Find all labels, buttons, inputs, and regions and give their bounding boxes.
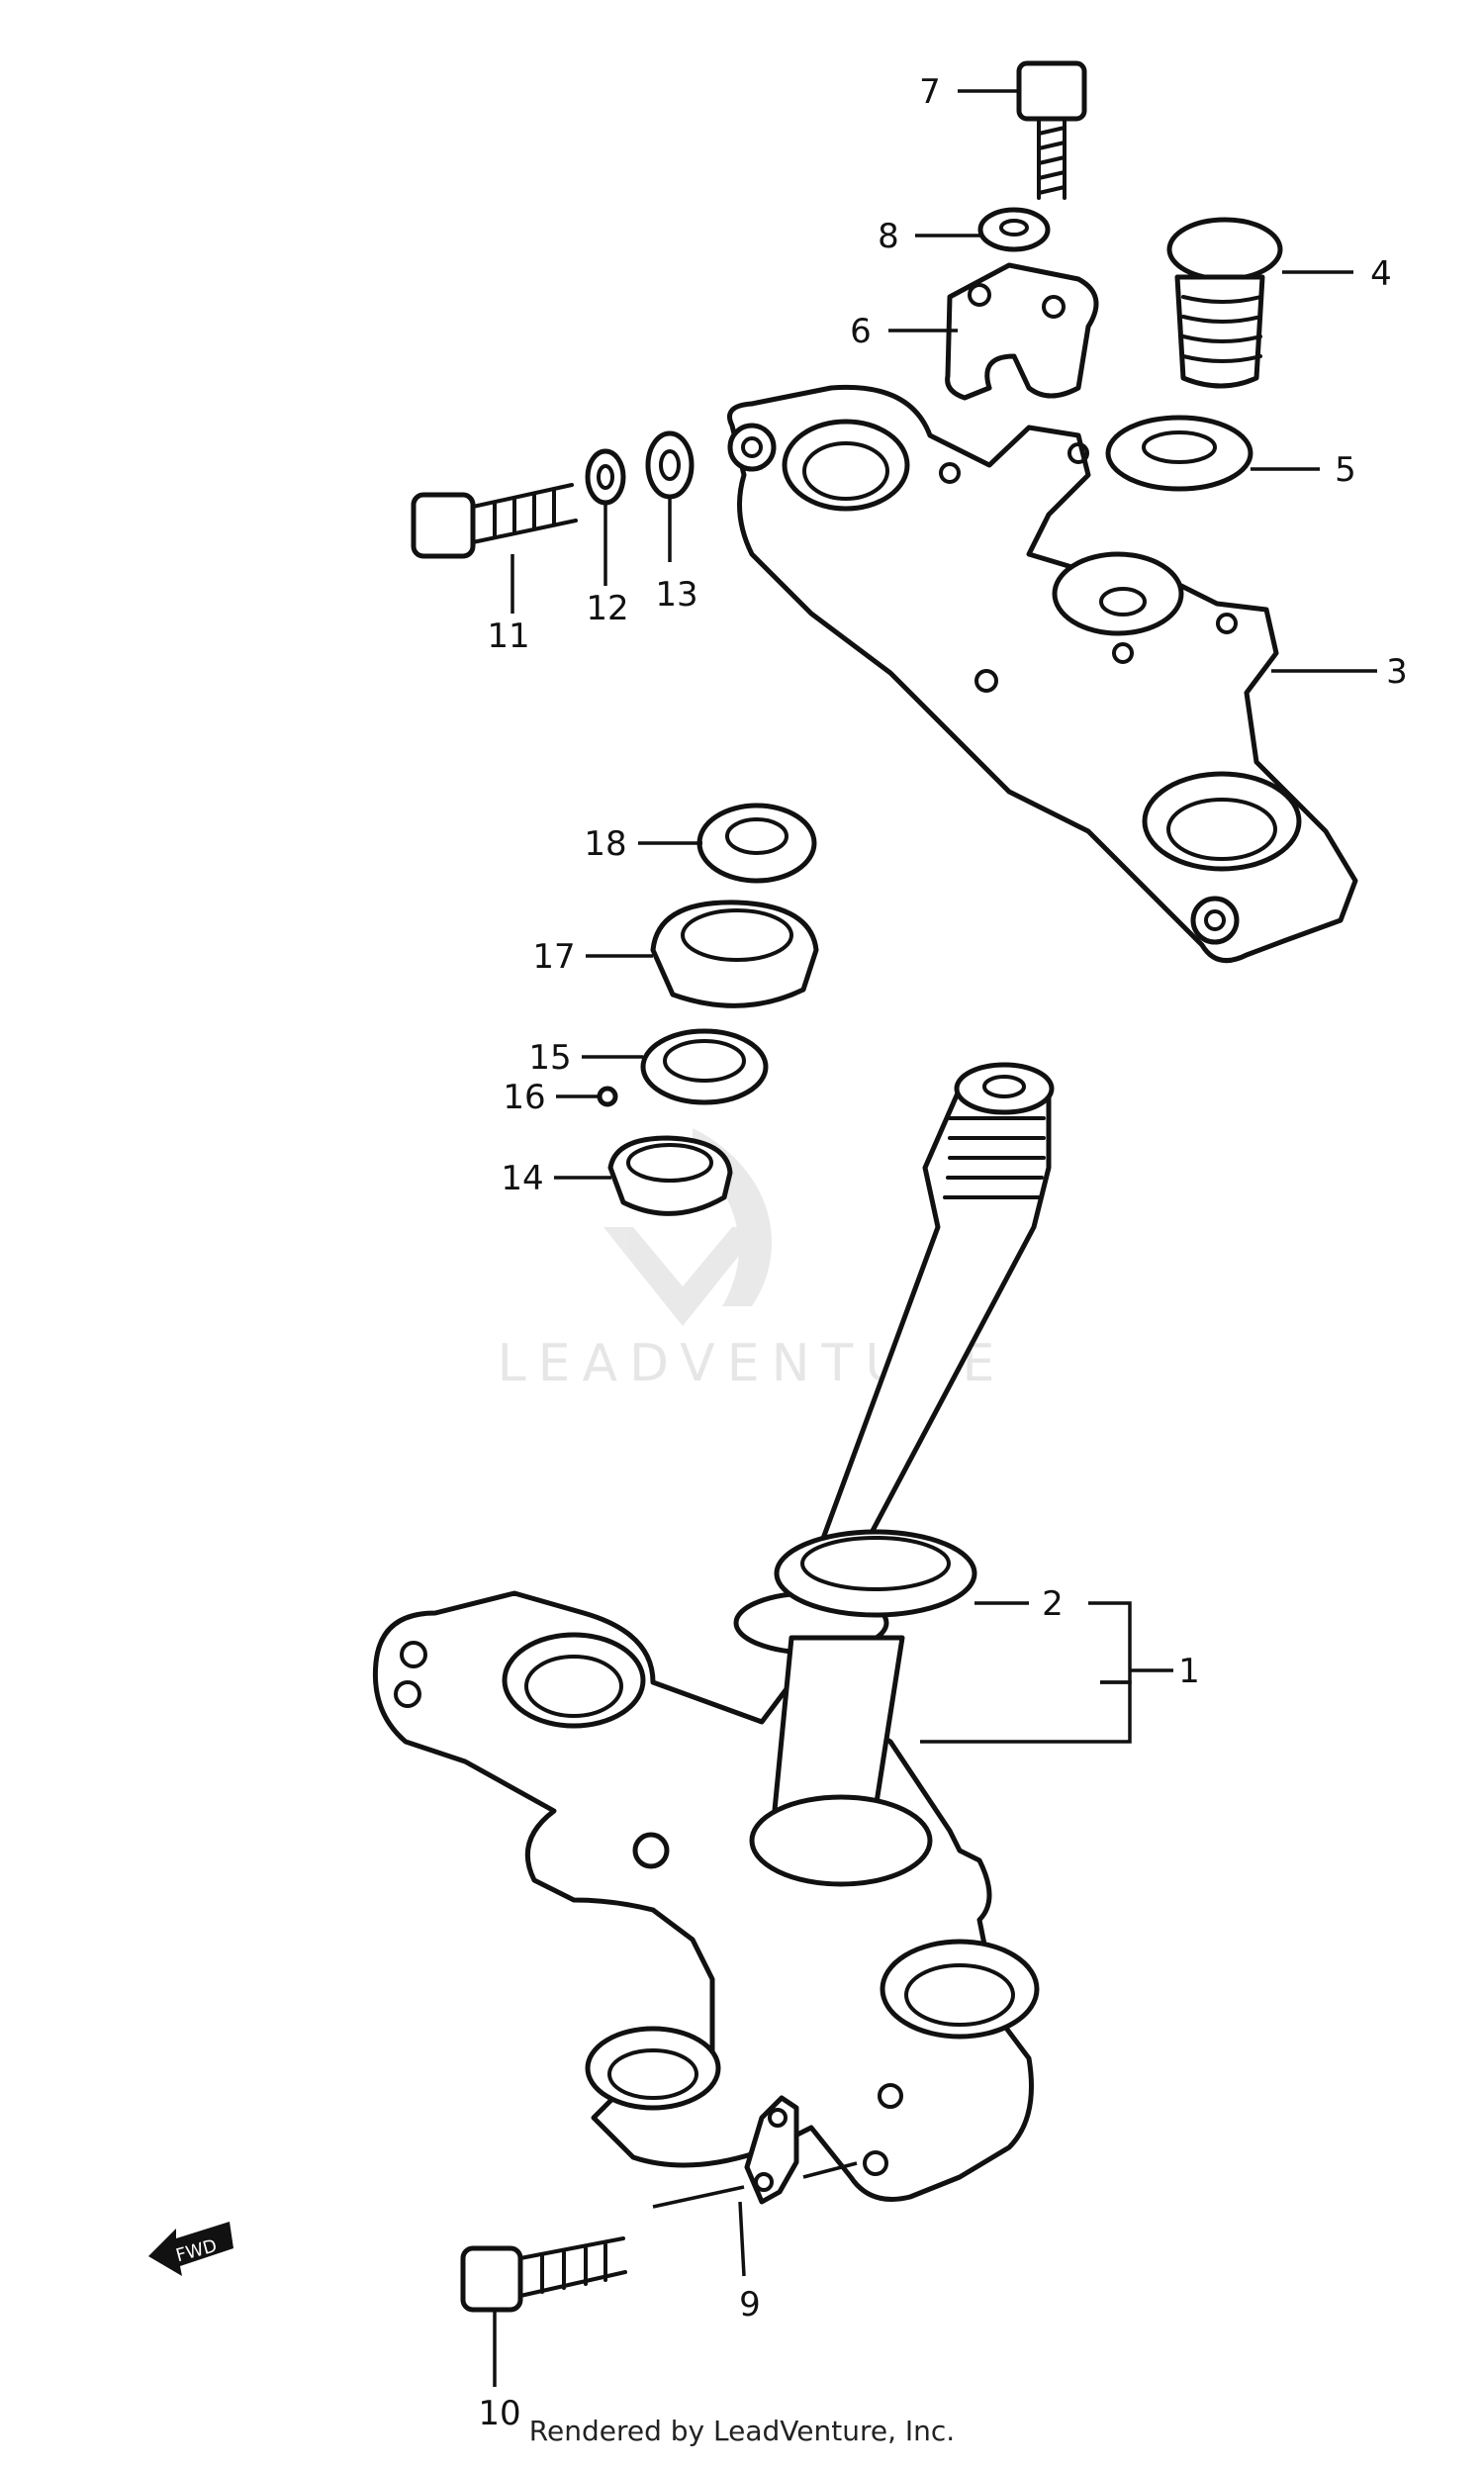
leader-lines [493,89,1377,2387]
callout-2: 2 [1042,1584,1064,1624]
part-1-steering-stem [372,1062,1055,2202]
part-7-bolt [1016,60,1087,200]
callout-3: 3 [1386,652,1408,692]
part-2-seal [774,1529,977,1618]
part-11-bolt [411,483,578,559]
part-8-nut [977,207,1051,252]
callout-5: 5 [1335,450,1356,490]
part-12-washer [585,448,626,506]
callout-7: 7 [919,72,941,112]
callout-9: 9 [739,2285,761,2325]
part-10-bolt [460,2236,627,2313]
callout-4: 4 [1370,254,1392,294]
part-4-bolt [1166,217,1283,389]
part-14-race [607,1135,733,1216]
part-15-race [640,1028,769,1105]
callout-15: 15 [528,1038,571,1078]
callout-11: 11 [487,617,529,656]
callouts: 7 8 6 4 5 3 11 12 13 18 17 15 16 14 2 1 … [478,72,1407,2433]
fwd-arrow-icon: FWD [148,2222,233,2276]
part-5-washer [1105,415,1253,492]
callout-13: 13 [655,575,697,615]
part-13-washer [645,430,695,500]
callout-10: 10 [478,2394,520,2433]
part-16-ball [597,1086,618,1107]
part-18-nut [696,803,817,884]
part-6-clamp [945,262,1099,401]
callout-12: 12 [586,589,628,628]
callout-1: 1 [1178,1652,1200,1691]
part-3-upper-bracket [727,384,1358,964]
callout-17: 17 [532,937,575,977]
footer-credit: Rendered by LeadVenture, Inc. [528,2415,956,2447]
watermark-logo-v [603,1227,762,1326]
callout-16: 16 [503,1078,545,1117]
part-17-cover [650,900,819,1008]
callout-8: 8 [878,217,899,256]
callout-14: 14 [501,1159,543,1198]
callout-6: 6 [850,312,872,351]
callout-18: 18 [584,824,626,864]
part-9-plate [744,2095,799,2205]
